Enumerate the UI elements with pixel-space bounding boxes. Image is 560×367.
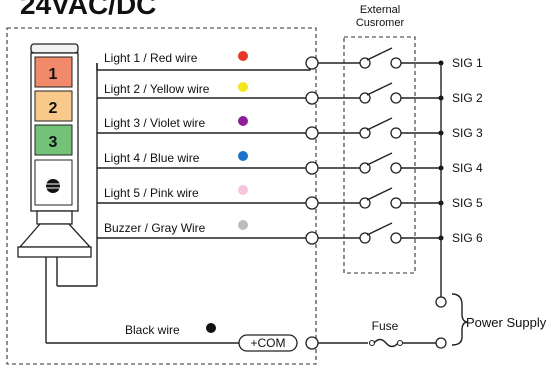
power-supply-terminal-top xyxy=(435,296,447,308)
tower-segment-2 xyxy=(34,90,73,122)
wire-color-dot xyxy=(238,116,248,126)
com-terminal-box xyxy=(238,334,298,352)
wire-row-1: Light 1 / Red wire SIG 1 xyxy=(96,47,483,71)
signal-label: SIG 6 xyxy=(452,231,483,245)
com-terminal xyxy=(305,336,319,350)
external-label-line2: Cusromer xyxy=(356,17,405,29)
signal-label: SIG 2 xyxy=(452,91,483,105)
wire-label: Light 5 / Pink wire xyxy=(104,186,199,200)
wire-color-dot xyxy=(238,51,248,61)
wire-label: Light 4 / Blue wire xyxy=(104,151,200,165)
tower-segment-2-number: 2 xyxy=(49,100,58,117)
stack-light-tower: 1 2 3 xyxy=(17,43,97,343)
external-label-line1: External xyxy=(360,4,400,16)
wire-label: Light 3 / Violet wire xyxy=(104,116,205,130)
tower-segment-1-number: 1 xyxy=(49,66,58,83)
black-wire-label: Black wire xyxy=(125,323,180,337)
signal-label: SIG 5 xyxy=(452,196,483,210)
diagram-title: 24VAC/DC xyxy=(20,0,156,20)
wire-row-3: Light 3 / Violet wire SIG 3 xyxy=(97,116,483,140)
wire-row-2: Light 2 / Yellow wire SIG 2 xyxy=(97,82,483,105)
tower-segment-3-number: 3 xyxy=(49,134,58,151)
fuse-symbol xyxy=(368,338,404,348)
wire-row-4: Light 4 / Blue wire SIG 4 xyxy=(97,151,483,175)
wire-row-6: Buzzer / Gray Wire SIG 6 xyxy=(97,220,483,245)
wire-label: Buzzer / Gray Wire xyxy=(104,221,206,235)
com-terminal-label: +COM xyxy=(250,336,285,350)
wire-color-dot xyxy=(238,151,248,161)
black-wire-color-dot xyxy=(206,323,216,333)
signal-label: SIG 3 xyxy=(452,126,483,140)
tower-segment-1 xyxy=(34,56,73,88)
wire-color-dot xyxy=(238,82,248,92)
power-supply-terminal-bottom xyxy=(435,337,447,349)
signal-label: SIG 4 xyxy=(452,161,483,175)
buzzer-icon xyxy=(46,179,60,193)
signal-label: SIG 1 xyxy=(452,56,483,70)
device-enclosure xyxy=(6,27,317,365)
wire-color-dot xyxy=(238,220,248,230)
fuse-label: Fuse xyxy=(372,319,399,333)
external-customer-box xyxy=(343,36,416,274)
wire-label: Light 2 / Yellow wire xyxy=(104,82,210,96)
wire-label: Light 1 / Red wire xyxy=(104,51,198,65)
tower-segment-3 xyxy=(34,124,73,156)
power-supply-bracket xyxy=(451,293,469,346)
wire-color-dot xyxy=(238,185,248,195)
wire-row-5: Light 5 / Pink wire SIG 5 xyxy=(97,185,483,210)
power-supply-label: Power Supply xyxy=(466,315,547,330)
